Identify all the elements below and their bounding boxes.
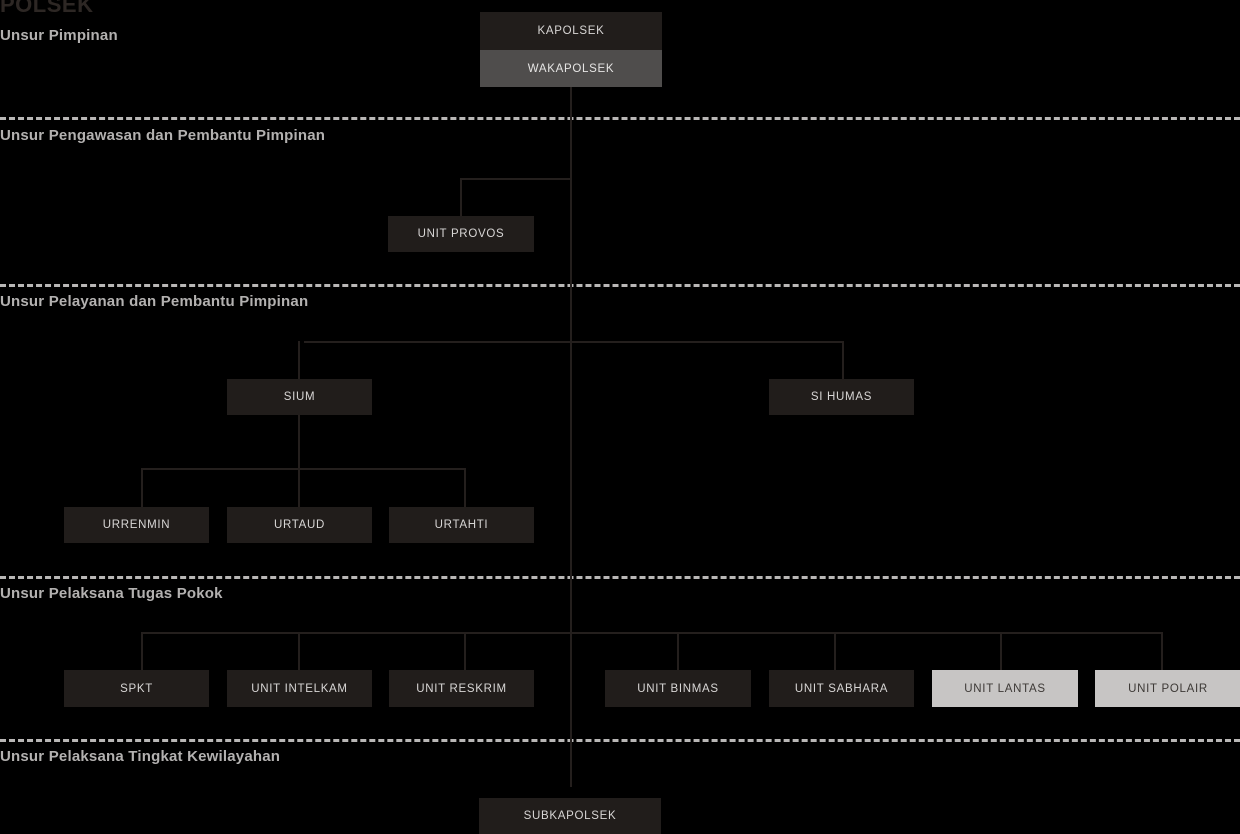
section-label-unsur-kewilayahan: Unsur Pelaksana Tingkat Kewilayahan <box>0 748 281 765</box>
node-unit-sabhara[interactable]: UNIT SABHARA <box>769 670 914 707</box>
section-label-unsur-pelayanan: Unsur Pelayanan dan Pembantu Pimpinan <box>0 293 309 310</box>
node-sium[interactable]: SIUM <box>227 379 372 415</box>
connector-provos-drop <box>460 178 462 216</box>
connector-unit-intelkam-drop <box>298 632 300 670</box>
connector-provos-horizontal <box>460 178 572 180</box>
node-urrenmin[interactable]: URRENMIN <box>64 507 209 543</box>
connector-unit-binmas-drop <box>677 632 679 670</box>
node-unit-polair[interactable]: UNIT POLAIR <box>1095 670 1240 707</box>
divider-after-pelayanan <box>0 576 1240 579</box>
node-unit-binmas[interactable]: UNIT BINMAS <box>605 670 751 707</box>
node-wakapolsek[interactable]: WAKAPOLSEK <box>480 50 662 87</box>
node-unit-provos[interactable]: UNIT PROVOS <box>388 216 534 252</box>
node-subkapolsek[interactable]: SUBKAPOLSEK <box>479 798 661 834</box>
connector-urrenmin-drop <box>141 468 143 507</box>
divider-after-pimpinan <box>0 117 1240 120</box>
node-kapolsek[interactable]: KAPOLSEK <box>480 12 662 50</box>
section-label-unsur-pelaksana-pokok: Unsur Pelaksana Tugas Pokok <box>0 585 223 602</box>
node-urtaud[interactable]: URTAUD <box>227 507 372 543</box>
node-unit-intelkam[interactable]: UNIT INTELKAM <box>227 670 372 707</box>
connector-sium-stem <box>298 415 300 468</box>
connector-unit-polair-drop <box>1161 632 1163 670</box>
node-si-humas[interactable]: SI HUMAS <box>769 379 914 415</box>
section-label-unsur-pengawasan: Unsur Pengawasan dan Pembantu Pimpinan <box>0 127 326 144</box>
connector-urtaud-drop <box>298 468 300 507</box>
connector-pokok-bus <box>141 632 1163 634</box>
connector-unit-lantas-drop <box>1000 632 1002 670</box>
node-unit-lantas[interactable]: UNIT LANTAS <box>932 670 1078 707</box>
section-label-unsur-pimpinan: Unsur Pimpinan <box>0 27 118 44</box>
divider-after-pokok <box>0 739 1240 742</box>
connector-spkt-drop <box>141 632 143 670</box>
connector-pelayanan-bus <box>304 341 844 343</box>
node-urtahti[interactable]: URTAHTI <box>389 507 534 543</box>
page-title: POLSEK <box>0 0 94 17</box>
connector-urtahti-drop <box>464 468 466 507</box>
main-spine-line <box>570 87 572 787</box>
divider-after-pengawasan <box>0 284 1240 287</box>
connector-si-humas-drop <box>842 341 844 379</box>
connector-unit-sabhara-drop <box>834 632 836 670</box>
connector-ur-bus <box>141 468 466 470</box>
connector-sium-drop <box>298 341 300 379</box>
connector-unit-reskrim-drop <box>464 632 466 670</box>
node-spkt[interactable]: SPKT <box>64 670 209 707</box>
node-unit-reskrim[interactable]: UNIT RESKRIM <box>389 670 534 707</box>
